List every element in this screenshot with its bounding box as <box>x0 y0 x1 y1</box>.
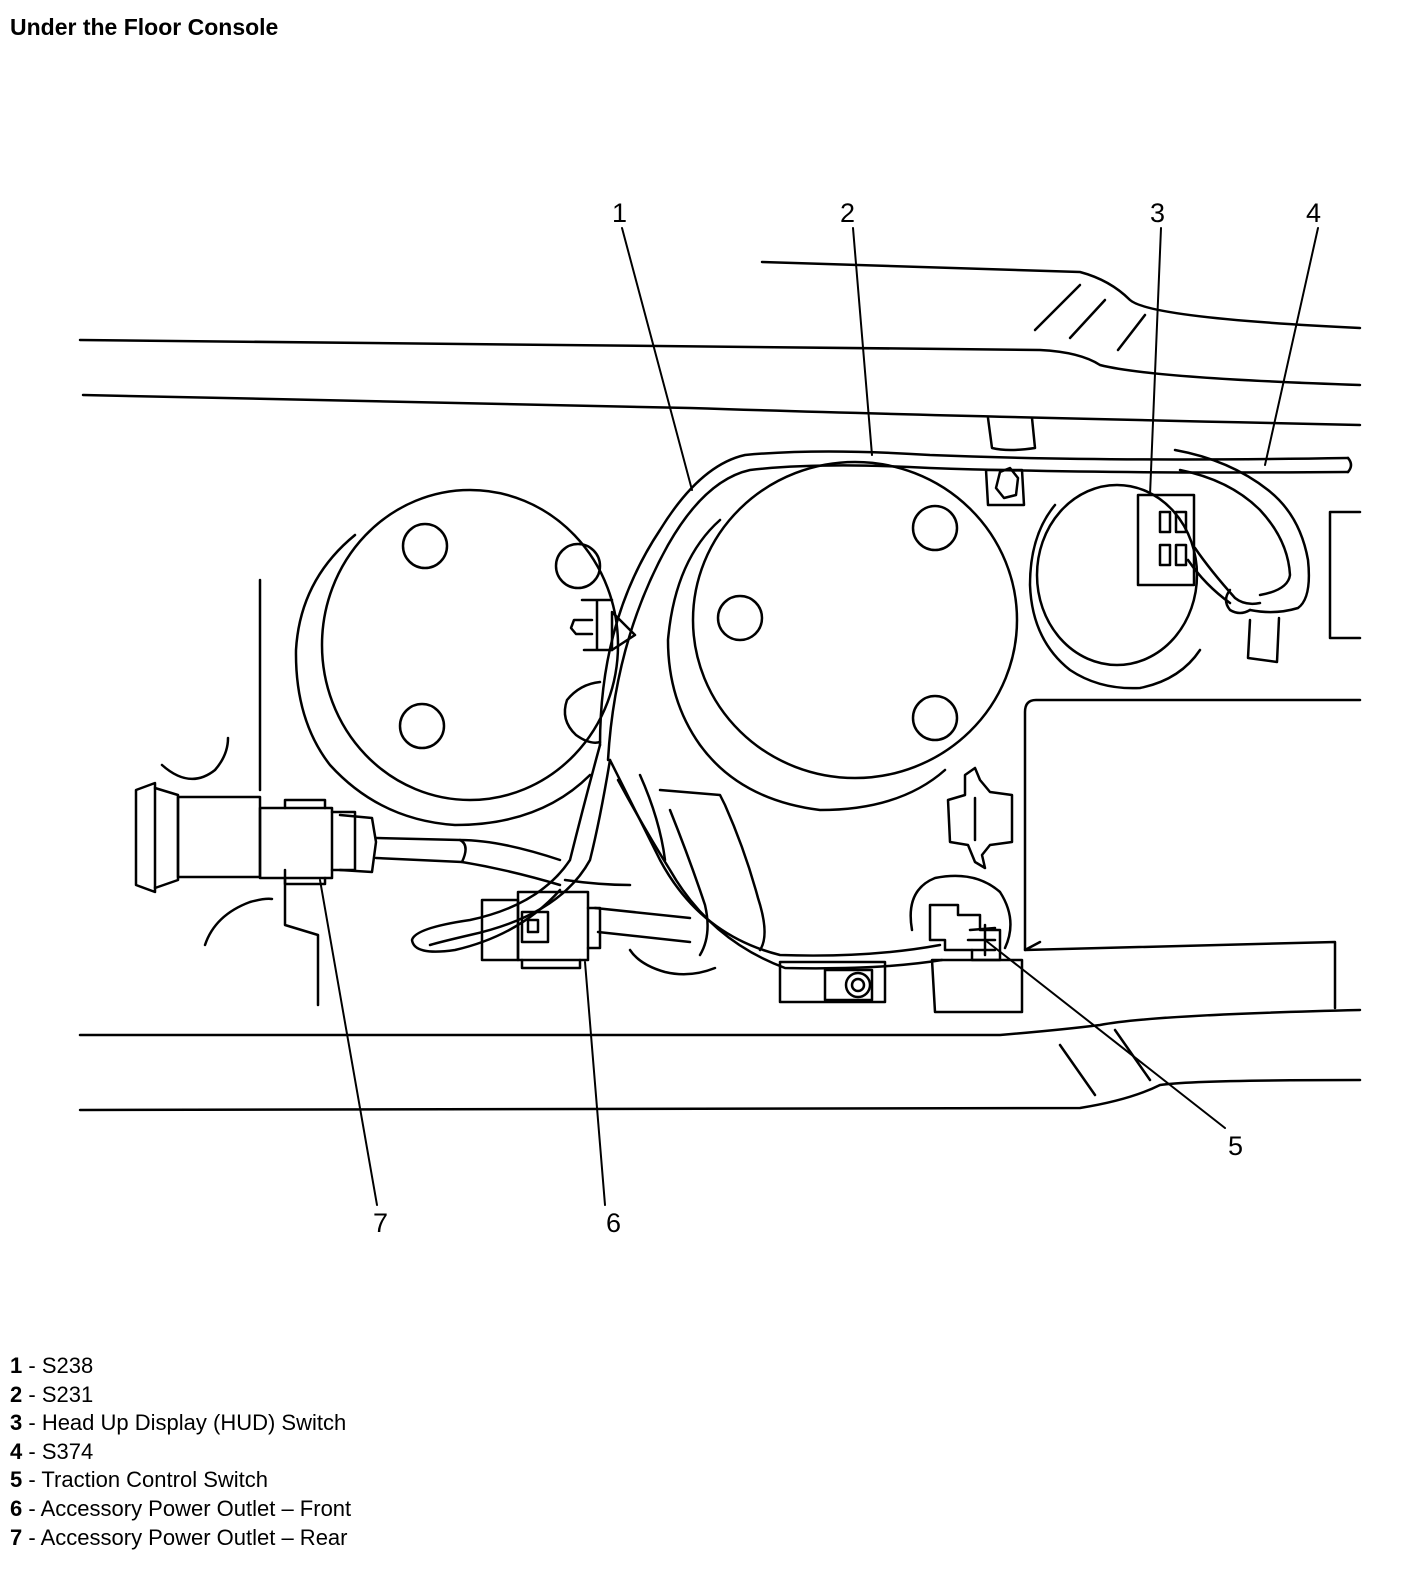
wiring-harness <box>410 448 1353 970</box>
legend-separator: - <box>22 1381 42 1407</box>
callout-5: 5 <box>1228 1131 1243 1161</box>
legend-separator: - <box>22 1524 41 1550</box>
legend: 1 - S238 2 - S231 3 - Head Up Display (H… <box>10 1352 351 1552</box>
legend-separator: - <box>22 1410 42 1436</box>
diagram-title: Under the Floor Console <box>10 14 279 40</box>
legend-text: S374 <box>41 1438 94 1464</box>
legend-separator: - <box>22 1495 41 1521</box>
hud-switch-housing <box>1028 483 1281 690</box>
legend-item: 2 - S231 <box>10 1381 351 1410</box>
legend-number: 7 <box>10 1524 23 1550</box>
leader-lines <box>319 227 1319 1206</box>
legend-item: 4 - S374 <box>10 1438 351 1467</box>
legend-separator: - <box>22 1467 42 1493</box>
legend-text: S231 <box>41 1381 94 1407</box>
legend-number: 2 <box>10 1381 23 1407</box>
legend-separator: - <box>22 1353 42 1378</box>
legend-separator: - <box>22 1438 42 1464</box>
bolt-boss <box>778 960 887 1004</box>
legend-text: Accessory Power Outlet – Rear <box>40 1524 348 1550</box>
harness-clip <box>569 598 637 652</box>
legend-number: 6 <box>10 1495 23 1521</box>
legend-item: 5 - Traction Control Switch <box>10 1466 351 1495</box>
front-outlet-connector <box>480 890 602 970</box>
callout-6: 6 <box>606 1208 621 1238</box>
console-diagram: 1 2 3 4 5 6 7 <box>78 198 1362 1238</box>
legend-text: S238 <box>41 1353 94 1378</box>
callout-3: 3 <box>1150 198 1165 228</box>
tunnel-parts <box>563 788 766 976</box>
legend-number: 1 <box>10 1353 23 1378</box>
legend-item: 1 - S238 <box>10 1352 351 1381</box>
callout-4: 4 <box>1306 198 1321 228</box>
cup-holder-center <box>666 460 1019 812</box>
callout-7: 7 <box>373 1208 388 1238</box>
legend-text: Head Up Display (HUD) Switch <box>41 1410 347 1436</box>
legend-number: 5 <box>10 1467 23 1493</box>
retaining-clip <box>946 766 1014 870</box>
cup-holder-left <box>294 488 620 827</box>
legend-number: 3 <box>10 1410 23 1436</box>
legend-text: Accessory Power Outlet – Front <box>40 1495 352 1521</box>
legend-number: 4 <box>10 1438 23 1464</box>
legend-item: 7 - Accessory Power Outlet – Rear <box>10 1524 351 1553</box>
console-body-outline <box>78 260 1362 1112</box>
legend-item: 6 - Accessory Power Outlet – Front <box>10 1495 351 1524</box>
callout-2: 2 <box>840 198 855 228</box>
legend-item: 3 - Head Up Display (HUD) Switch <box>10 1409 351 1438</box>
callout-1: 1 <box>612 198 627 228</box>
legend-text: Traction Control Switch <box>41 1467 269 1493</box>
rear-outlet <box>134 781 562 894</box>
